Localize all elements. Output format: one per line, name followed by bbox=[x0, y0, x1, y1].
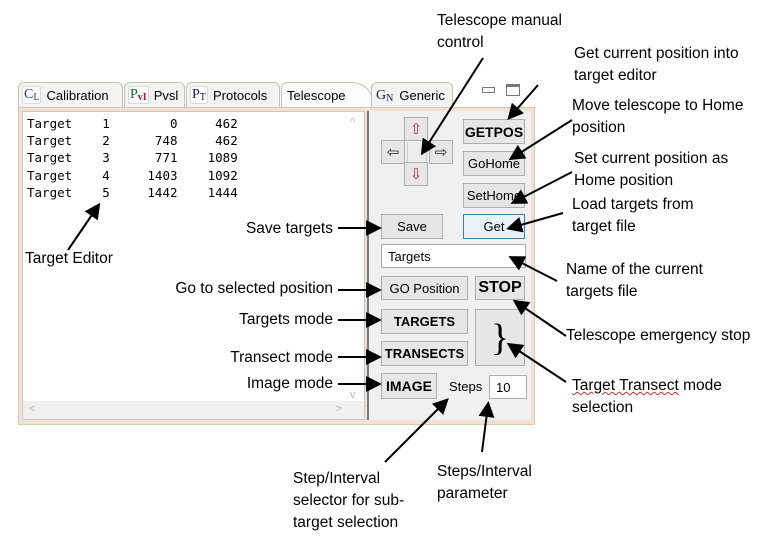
target-row[interactable]: Target 3 771 1089 bbox=[27, 150, 238, 166]
tab-telescope[interactable]: Telescope bbox=[281, 82, 374, 107]
annotation-getpos: Get current position into target editor bbox=[574, 45, 739, 84]
sethome-button[interactable]: SetHome bbox=[463, 183, 525, 208]
save-button[interactable]: Save bbox=[381, 214, 443, 239]
move-right-button[interactable]: ⇨ bbox=[429, 140, 453, 164]
move-down-button[interactable]: ⇩ bbox=[404, 162, 428, 186]
annotation-image-mode: Image mode bbox=[246, 375, 333, 392]
horizontal-scrollbar[interactable]: < > bbox=[23, 401, 348, 419]
scroll-right-icon[interactable]: > bbox=[335, 403, 342, 415]
scroll-left-icon[interactable]: < bbox=[29, 403, 36, 415]
manual-control-dpad: ⇧ ⇦ ⇨ ⇩ bbox=[381, 117, 453, 187]
telescope-controls-panel: ⇧ ⇦ ⇨ ⇩ GETPOS GoHome SetHome Save Get T… bbox=[367, 111, 531, 420]
target-transect-mode-selector[interactable]: } bbox=[475, 309, 525, 366]
tab-label: Calibration bbox=[46, 87, 109, 103]
annotation-save: Save targets bbox=[245, 220, 333, 237]
move-up-button[interactable]: ⇧ bbox=[404, 117, 428, 141]
target-row[interactable]: Target 5 1442 1444 bbox=[27, 184, 238, 200]
tab-label: Protocols bbox=[213, 87, 268, 103]
dpad-center bbox=[407, 142, 427, 162]
annotation-mode-selection: Target Transect mode selection bbox=[572, 377, 722, 416]
target-row[interactable]: Target 4 1403 1092 bbox=[27, 167, 238, 183]
image-mode-button[interactable]: IMAGE bbox=[381, 373, 437, 399]
annotation-manual-control: Telescope manual control bbox=[437, 12, 562, 51]
arrow-down-icon: ⇩ bbox=[409, 166, 423, 183]
annotation-step-selector: Step/Interval selector for sub- target s… bbox=[293, 470, 405, 531]
gohome-button[interactable]: GoHome bbox=[463, 151, 525, 176]
steps-interval-selector[interactable]: Steps bbox=[449, 379, 483, 394]
scroll-up-icon[interactable]: ^ bbox=[350, 116, 356, 128]
targets-file-input[interactable]: Targets bbox=[381, 244, 526, 268]
annotation-sethome: Set current position as Home position bbox=[574, 150, 729, 189]
tab-label: Telescope bbox=[287, 87, 346, 103]
maximize-icon[interactable] bbox=[506, 84, 520, 96]
targets-mode-button[interactable]: TARGETS bbox=[381, 309, 468, 334]
target-row[interactable]: Target 1 0 462 bbox=[27, 116, 238, 131]
annotation-targets-mode: Targets mode bbox=[239, 311, 333, 328]
tab-label: Pvsl bbox=[153, 87, 179, 103]
arrow-right-icon: ⇨ bbox=[434, 144, 448, 161]
transects-mode-button[interactable]: TRANSECTS bbox=[381, 341, 468, 366]
annotation-gohome: Move telescope to Home position bbox=[572, 97, 744, 136]
arrow-left-icon: ⇦ bbox=[386, 144, 400, 161]
scrollbar-corner bbox=[346, 401, 364, 419]
annotation-filename: Name of the current targets file bbox=[566, 261, 703, 300]
getpos-button[interactable]: GETPOS bbox=[463, 119, 525, 144]
vertical-scrollbar[interactable]: ^ v bbox=[346, 112, 364, 403]
annotation-get: Load targets from target file bbox=[572, 196, 694, 235]
move-left-button[interactable]: ⇦ bbox=[381, 140, 405, 164]
annotation-stop: Telescope emergency stop bbox=[566, 327, 751, 344]
target-row[interactable]: Target 2 748 462 bbox=[27, 133, 238, 149]
annotation-steps-param: Steps/Interval parameter bbox=[437, 463, 532, 502]
get-button[interactable]: Get bbox=[463, 214, 525, 239]
annotation-go-position: Go to selected position bbox=[175, 280, 333, 297]
minimize-icon[interactable] bbox=[481, 84, 495, 96]
stop-button[interactable]: STOP bbox=[475, 276, 525, 300]
arrow-up-icon: ⇧ bbox=[409, 121, 423, 138]
brace-icon: } bbox=[490, 316, 510, 359]
annotation-editor: Target Editor bbox=[25, 250, 113, 267]
scroll-down-icon[interactable]: v bbox=[350, 389, 356, 401]
go-position-button[interactable]: GO Position bbox=[381, 276, 468, 300]
steps-input[interactable]: 10 bbox=[489, 375, 527, 399]
tab-label: Generic bbox=[399, 87, 445, 103]
annotation-transect-mode: Transect mode bbox=[230, 349, 333, 366]
